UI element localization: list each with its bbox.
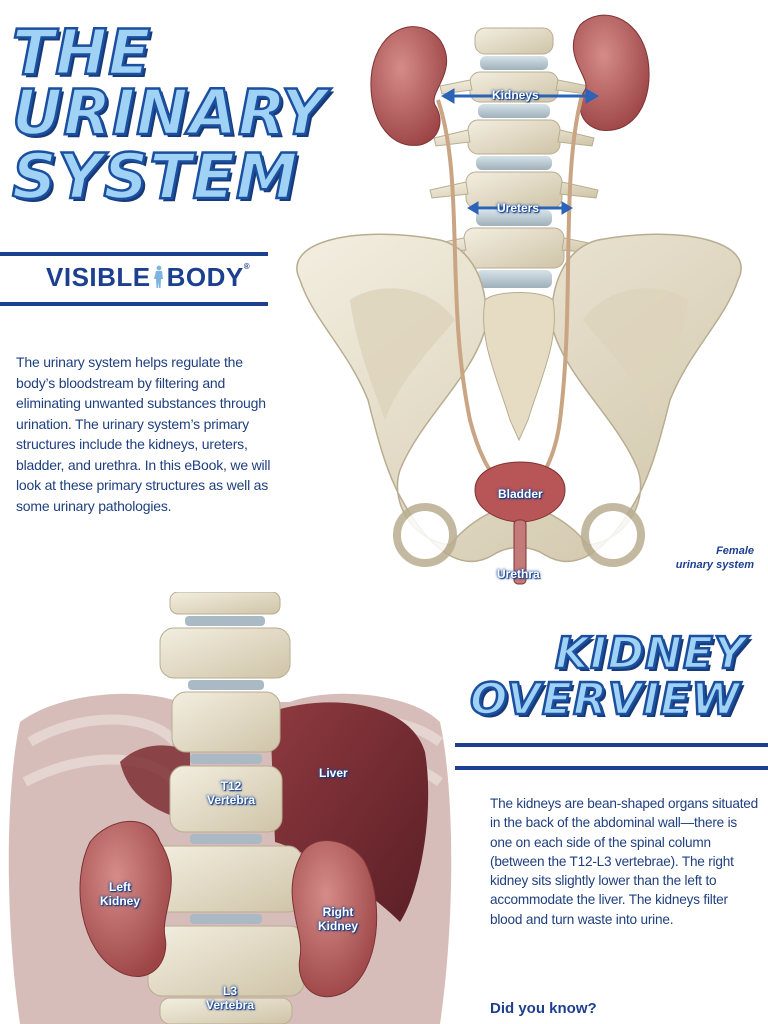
right-kidney-shape-2 <box>291 840 378 998</box>
visible-body-logo: VISIBLE BODY® <box>46 262 250 296</box>
logo-word-visible: VISIBLE <box>46 262 151 292</box>
divider-bottom-2 <box>455 766 768 770</box>
urethra-shape <box>513 519 527 585</box>
title-line-the: THE <box>11 16 152 89</box>
label-urethra: Urethra <box>497 567 540 581</box>
label-right-kidney-line-1: Right <box>322 905 354 919</box>
pelvis-illustration <box>296 233 742 567</box>
label-liver: Liver <box>319 766 348 780</box>
label-right-kidney: Right Kidney <box>318 905 358 933</box>
caption-female: Female urinary system <box>662 544 754 572</box>
title-line-urinary: URINARY <box>11 76 327 149</box>
bladder-shape <box>474 461 566 523</box>
kidney-position-illustration <box>8 592 452 1024</box>
label-left-kidney-line-1: Left <box>109 880 131 894</box>
divider-bottom <box>0 302 268 306</box>
divider-top <box>0 252 268 256</box>
label-kidneys: Kidneys <box>492 88 539 102</box>
label-ureters: Ureters <box>497 201 540 215</box>
registered-mark: ® <box>243 262 251 271</box>
ureters-arrow <box>467 201 573 215</box>
title-line-system: SYSTEM <box>11 140 299 213</box>
left-kidney-shape <box>370 26 447 146</box>
kidneys-arrow <box>441 88 599 104</box>
label-l3-line-1: L3 <box>223 984 238 998</box>
title-line-overview: OVERVIEW <box>469 674 741 725</box>
did-you-know-heading: Did you know? <box>490 1000 597 1017</box>
caption-line-2: urinary system <box>675 559 754 571</box>
label-left-kidney: Left Kidney <box>100 880 140 908</box>
label-t12-vertebra: T12 Vertebra <box>207 779 255 807</box>
right-kidney-shape <box>573 14 650 131</box>
kidney-overview-paragraph: The kidneys are bean-shaped organs situa… <box>490 796 758 927</box>
liver-shape <box>270 702 429 922</box>
label-left-kidney-line-2: Kidney <box>100 894 141 908</box>
title-line-kidney: KIDNEY <box>554 628 747 679</box>
label-l3-vertebra: L3 Vertebra <box>206 984 254 1012</box>
intro-paragraph: The urinary system helps regulate the bo… <box>16 354 271 514</box>
caption-line-1: Female <box>716 545 754 557</box>
label-t12-line-2: Vertebra <box>207 793 256 807</box>
label-l3-line-2: Vertebra <box>206 998 255 1012</box>
label-t12-line-1: T12 <box>220 779 242 793</box>
label-right-kidney-line-2: Kidney <box>318 919 359 933</box>
spine-illustration-2 <box>147 592 305 1024</box>
kidney-overview-page: Liver T12 Vertebra Left Kidney Right Kid… <box>0 592 768 1024</box>
spine-illustration <box>423 27 605 288</box>
left-kidney-shape-2 <box>79 820 172 978</box>
female-urinary-system-illustration <box>296 14 742 585</box>
body-figure-icon <box>153 265 163 288</box>
logo-word-body: BODY <box>166 262 244 292</box>
left-ureter-shape <box>436 99 507 492</box>
label-bladder: Bladder <box>498 487 543 501</box>
urinary-system-page: THE URINARY SYSTEM VISIBLE BODY® The urin… <box>0 14 754 585</box>
divider-top-2 <box>455 743 768 747</box>
